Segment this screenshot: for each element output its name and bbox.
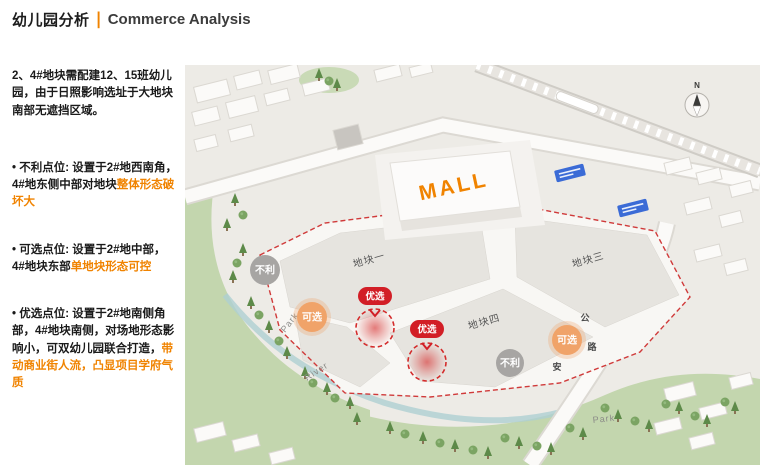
road-sign: [554, 163, 586, 183]
bullet-unfavorable-text: • 不利点位: 设置于2#地西南角，4#地东侧中部对地块: [12, 161, 178, 191]
bullet-unfavorable-highlight: 整体形态破坏大: [12, 179, 175, 209]
title-divider: |: [96, 9, 101, 30]
bullet-optional-highlight: 单地块形态可控: [70, 260, 152, 273]
site-map: MALL 地块一 地块三 地块四 Park River Park: [185, 65, 760, 465]
marker-unfavorable-1: 不利: [250, 255, 280, 285]
bullet-optional: • 可选点位: 设置于2#地中部，4#地块东部单地块形态可控: [12, 242, 178, 277]
road-char-an: 安: [552, 361, 561, 372]
road-sign: [617, 198, 649, 218]
bullet-preferred-text: • 优选点位: 设置于2#地南侧角部，4#地块南侧，对场地形态影响小，可双幼儿园…: [12, 308, 175, 355]
page-title-zh: 幼儿园分析: [12, 12, 90, 29]
marker-optional-label: 可选: [557, 334, 577, 347]
park-label-bottom: Park: [592, 413, 615, 425]
marker-preferred-1: 优选: [355, 287, 395, 348]
compass-icon: N: [684, 81, 710, 118]
city-blocks: [191, 65, 754, 465]
marker-unfavorable-label: 不利: [255, 264, 275, 277]
bullet-preferred: • 优选点位: 设置于2#地南侧角部，4#地块南侧，对场地形态影响小，可双幼儿园…: [12, 306, 178, 392]
bullet-optional-text: • 可选点位: 设置于2#地中部，4#地块东部: [12, 243, 166, 273]
marker-preferred-label: 优选: [417, 324, 437, 336]
analysis-text-panel: 2、4#地块需配建12、15班幼儿园，由于日照影响选址于大地块南部无遮挡区域。 …: [12, 68, 178, 422]
marker-preferred-label: 优选: [365, 291, 385, 303]
compass-north-label: N: [694, 81, 700, 90]
intro-text: 2、4#地块需配建12、15班幼儿园，由于日照影响选址于大地块南部无遮挡区域。: [12, 70, 173, 117]
road-char-lu: 路: [587, 341, 597, 352]
train: [555, 91, 599, 114]
river-stream: [222, 293, 566, 424]
marker-optional-label: 可选: [302, 311, 322, 324]
marker-unfavorable-label: 不利: [500, 357, 520, 370]
railway: [474, 65, 760, 179]
page-header: 幼儿园分析 | Commerce Analysis: [12, 9, 251, 30]
mall-building: MALL: [375, 140, 545, 240]
bullet-preferred-highlight: 带动商业街人流，凸显项目学府气质: [12, 342, 173, 390]
marker-unfavorable-2: 不利: [496, 349, 524, 377]
marker-preferred-2: 优选: [407, 320, 447, 382]
intro-paragraph: 2、4#地块需配建12、15班幼儿园，由于日照影响选址于大地块南部无遮挡区域。: [12, 68, 178, 120]
site-map-panel: MALL 地块一 地块三 地块四 Park River Park: [185, 65, 760, 465]
marker-optional-2: 可选: [548, 321, 586, 359]
bullet-unfavorable: • 不利点位: 设置于2#地西南角，4#地东侧中部对地块整体形态破坏大: [12, 160, 178, 212]
road-name-labels: 安 公 路: [552, 313, 597, 372]
road-char-gong: 公: [580, 313, 589, 323]
page-title-en: Commerce Analysis: [107, 11, 251, 28]
marker-optional-1: 可选: [293, 298, 331, 336]
